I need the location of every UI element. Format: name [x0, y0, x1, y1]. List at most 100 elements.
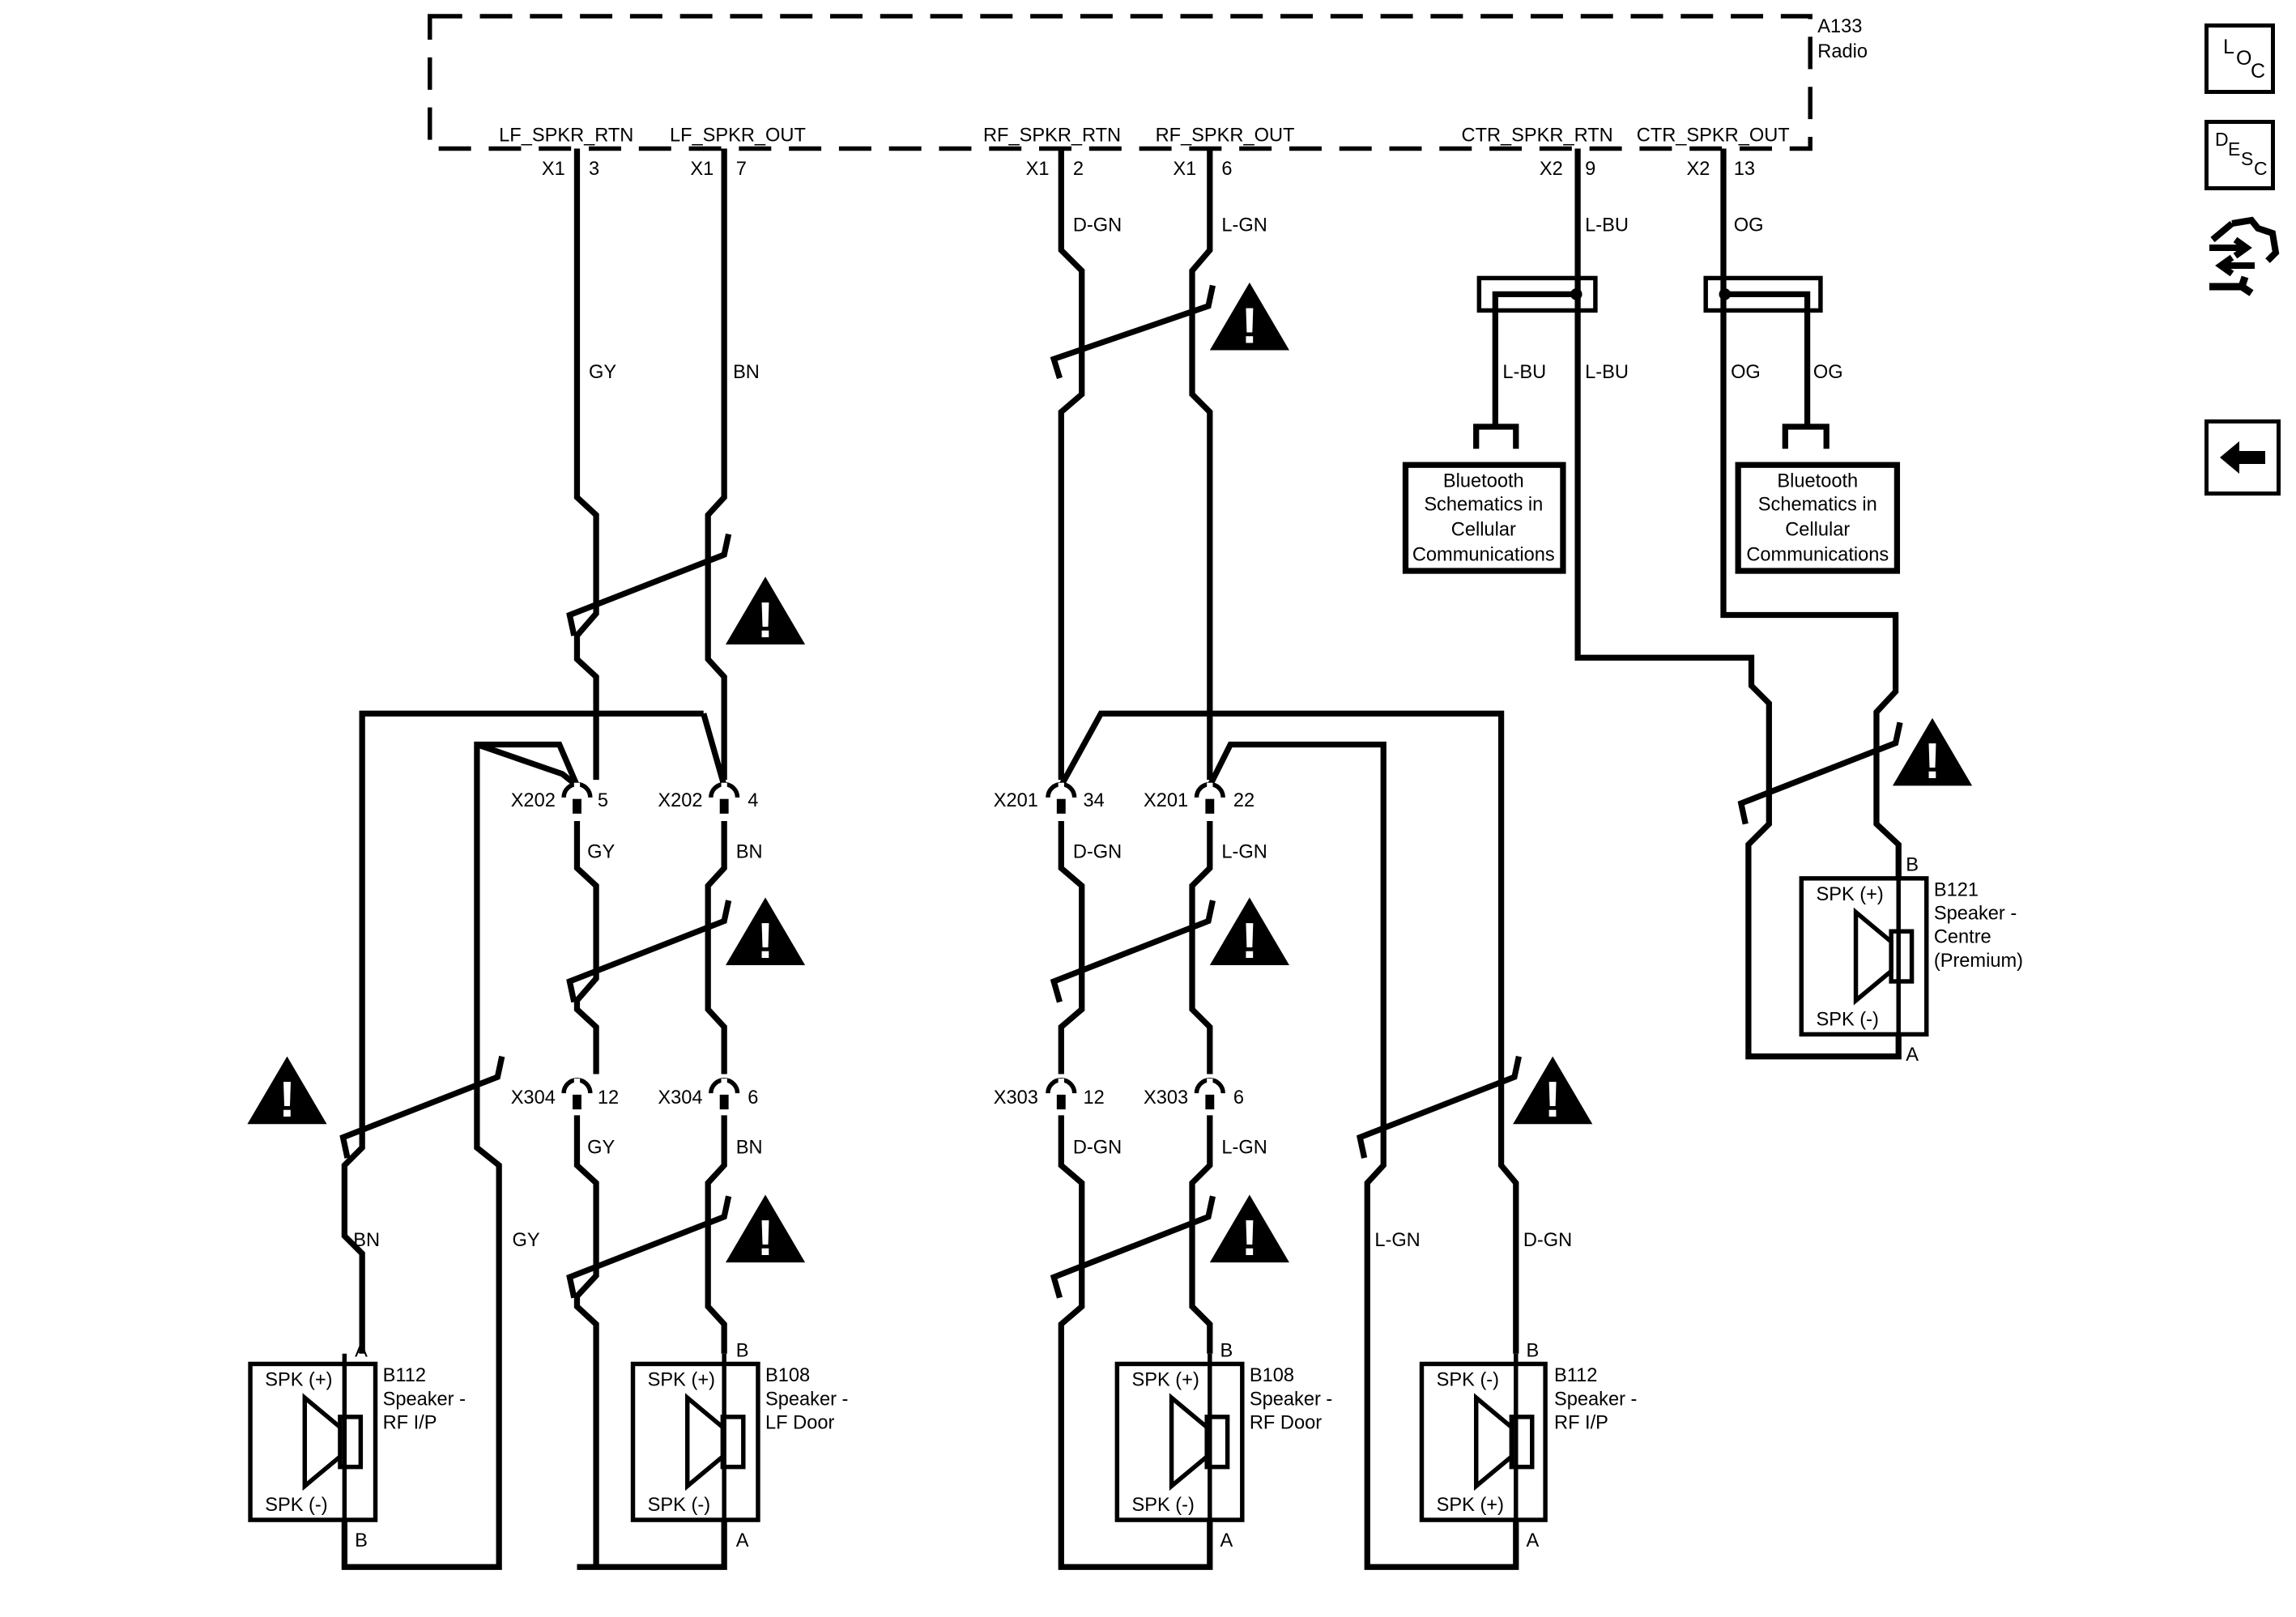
- desc-icon: D E S C: [2209, 124, 2271, 186]
- radio-module-outline: [428, 14, 1813, 151]
- pin-num-ctr-out: 13: [1734, 159, 1755, 180]
- wire-ctr-out-branch: [1724, 291, 1811, 427]
- speaker-ref: B108: [1250, 1365, 1294, 1386]
- connector-wire-color: D-GN: [1073, 841, 1122, 862]
- connector-wire-color: BN: [736, 841, 763, 862]
- bt-ref-line: Schematics in: [1424, 495, 1543, 516]
- radio-ref: A133: [1817, 16, 1862, 37]
- warning-icon: !: [247, 1056, 327, 1128]
- back-arrow-icon: [2220, 441, 2265, 474]
- speaker-terminal-top: SPK (+): [648, 1370, 715, 1391]
- svg-text:!: !: [279, 1072, 296, 1128]
- wire-color-ctr-out-top: OG: [1734, 215, 1764, 236]
- pin-signal-lf-rtn: LF_SPKR_RTN: [499, 125, 633, 146]
- pin-conn-rf-out: X1: [1173, 159, 1196, 180]
- pin-conn-ctr-rtn: X2: [1540, 159, 1563, 180]
- bt-ref-connector-right: [1782, 423, 1830, 449]
- svg-text:!: !: [1544, 1072, 1561, 1128]
- back-button[interactable]: [2204, 419, 2281, 496]
- connector-wire-color: GY: [587, 1138, 615, 1159]
- twisted-pair-mark: [566, 1195, 732, 1299]
- inline-connectors: [561, 781, 1225, 1110]
- warning-icon: !: [725, 897, 806, 969]
- pin-num-rf-out: 6: [1221, 159, 1232, 180]
- svg-text:!: !: [757, 1211, 774, 1266]
- desc-letter: S: [2241, 148, 2254, 169]
- wire-lf-door-return: [577, 1520, 727, 1570]
- speaker-desc: Speaker -: [765, 1389, 848, 1410]
- speaker-pin-bottom: A: [736, 1530, 749, 1551]
- svg-text:!: !: [757, 913, 774, 969]
- speaker-terminal-bottom: SPK (-): [265, 1495, 327, 1516]
- wire-rf-rtn-lower: [1058, 1115, 1213, 1570]
- wire-color-b112-right-dgn: D-GN: [1523, 1230, 1572, 1251]
- wire-rf-out-mid: [1189, 820, 1213, 1074]
- wire-ctr-rtn-to-b121: [1574, 294, 1902, 1060]
- loc-letter: L: [2223, 36, 2234, 58]
- wire-lf-rtn-mid: [573, 820, 599, 1074]
- twisted-pair-mark: [1050, 900, 1216, 1003]
- loc-button[interactable]: L O C: [2204, 23, 2275, 94]
- connector-pin: 6: [1233, 1087, 1244, 1108]
- svg-text:!: !: [1242, 913, 1259, 969]
- wire-color-ctr-rtn-main: L-BU: [1585, 362, 1629, 383]
- wire-color-rf-out-top: L-GN: [1221, 215, 1267, 236]
- wire-rf-rtn-upper: [1058, 148, 1085, 781]
- connector-ref: X304: [658, 1087, 702, 1108]
- wire-lf-rtn-lower: [573, 1115, 599, 1568]
- svg-text:!: !: [1242, 1211, 1259, 1266]
- wire-color-lf-out: BN: [733, 362, 760, 383]
- speaker-ref: B112: [383, 1365, 426, 1386]
- inline-connector-symbol: [1194, 1078, 1225, 1110]
- bluetooth-reference-box[interactable]: [1402, 462, 1566, 574]
- speaker-terminal-top: SPK (+): [1132, 1370, 1199, 1391]
- speaker-desc: RF I/P: [1554, 1412, 1608, 1433]
- connector-ref: X201: [1144, 790, 1188, 811]
- wire-color-ctr-out-branch: OG: [1813, 362, 1843, 383]
- speaker-terminal-bottom: SPK (-): [1816, 1010, 1878, 1031]
- desc-button[interactable]: D E S C: [2204, 120, 2275, 190]
- speaker-pin-top: B: [736, 1340, 749, 1361]
- warning-icon: !: [1209, 1194, 1289, 1266]
- connector-ref: X201: [994, 790, 1038, 811]
- twisted-pair-mark: [1356, 1055, 1522, 1159]
- wire-bn-to-b112-left: [341, 710, 704, 1354]
- twisted-pair-mark: [1050, 284, 1216, 380]
- pin-conn-ctr-out: X2: [1687, 159, 1710, 180]
- warning-icon: !: [725, 577, 806, 649]
- speaker-desc: RF Door: [1250, 1412, 1322, 1433]
- speaker-ref: B112: [1554, 1365, 1597, 1386]
- wire-lgn-to-b112-right: [1207, 741, 1519, 1570]
- inline-connector-symbol: [1194, 781, 1225, 814]
- twisted-pair-mark: [339, 1055, 505, 1159]
- desc-letter: C: [2254, 158, 2268, 179]
- connector-wire-color: D-GN: [1073, 1138, 1122, 1159]
- pin-signal-ctr-out: CTR_SPKR_OUT: [1637, 125, 1790, 146]
- wire-lf-out-mid: [705, 820, 727, 1074]
- wire-color-b112-left-bn: BN: [353, 1230, 380, 1251]
- svg-text:!: !: [1924, 734, 1941, 789]
- wire-rf-rtn-mid: [1058, 820, 1085, 1074]
- inline-connector-symbol: [709, 781, 740, 814]
- connector-pin: 34: [1084, 790, 1105, 811]
- connector-flow-button[interactable]: [2204, 212, 2281, 309]
- twisted-pair-mark: [566, 533, 732, 636]
- wire-lf-out-upper: [705, 148, 727, 781]
- speaker-desc: Speaker -: [1250, 1389, 1332, 1410]
- connector-flow-icon: [2209, 216, 2280, 296]
- speaker-ref: B108: [765, 1365, 810, 1386]
- speaker-desc: Centre: [1934, 927, 1991, 948]
- wire-color-ctr-rtn-branch: L-BU: [1502, 362, 1546, 383]
- wire-ctr-rtn-branch: [1492, 291, 1578, 427]
- twisted-pair-mark: [566, 900, 732, 1003]
- wire-rf-out-upper: [1189, 148, 1213, 781]
- speaker-pin-top: B: [1906, 855, 1919, 876]
- connector-pin: 6: [748, 1087, 758, 1108]
- wire-rf-out-lower: [1189, 1115, 1213, 1354]
- bluetooth-reference-box[interactable]: [1735, 462, 1901, 574]
- connector-wire-color: L-GN: [1221, 1138, 1267, 1159]
